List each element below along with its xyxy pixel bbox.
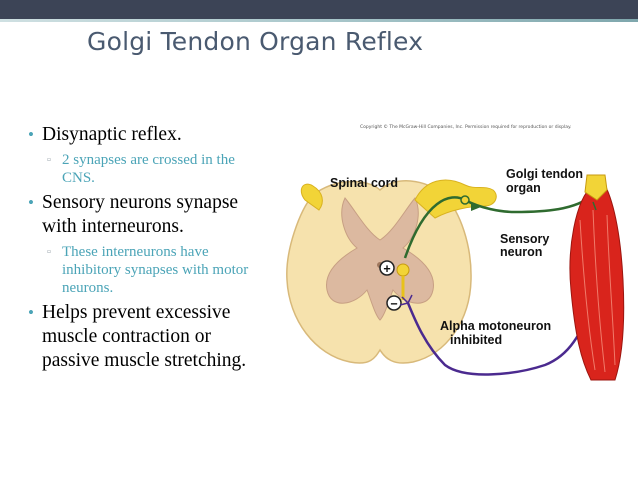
sub-bullet-item: ▫ These interneurons have inhibitory syn… [28, 243, 268, 297]
label-golgi-tendon: Golgi tendon [506, 167, 583, 181]
plus-sign: + [383, 262, 390, 276]
bullet-marker: • [28, 125, 34, 144]
motoneuron-dendrites [399, 294, 413, 306]
label-inhibited: inhibited [450, 333, 502, 347]
top-bar [0, 0, 638, 19]
slide-title: Golgi Tendon Organ Reflex [87, 27, 424, 56]
bullet-marker: • [28, 303, 34, 322]
figure-copyright: Copyright © The McGraw-Hill Companies, I… [360, 125, 572, 130]
label-organ: organ [506, 181, 541, 195]
bullet-text: Helps prevent excessive muscle contracti… [42, 302, 247, 371]
inhibitory-synapse-icon [386, 295, 402, 311]
top-bar-accent [0, 19, 638, 22]
bullet-text: Disynaptic reflex. [42, 124, 182, 145]
bullet-text: Sensory neurons synapse with interneuron… [42, 192, 239, 237]
bullet-item: • Sensory neurons synapse with interneur… [28, 191, 268, 239]
interneuron-cell-body [396, 263, 410, 277]
bullet-item: • Disynaptic reflex. [28, 123, 268, 147]
reflex-diagram: + − Spinal cord Golgi tendon organ Senso… [286, 167, 625, 381]
motoneuron-path [406, 299, 597, 376]
excitatory-synapse-icon [379, 260, 395, 276]
bullet-marker: • [28, 193, 34, 212]
muscle-fibers [579, 209, 616, 373]
dorsal-root [414, 179, 497, 219]
golgi-tendon-organ [584, 174, 608, 201]
gray-matter [326, 197, 434, 321]
sensory-ganglion-cell [460, 195, 470, 205]
sub-bullet-marker: ▫ [47, 246, 51, 258]
label-alpha-motoneuron: Alpha motoneuron [440, 319, 551, 333]
label-spinal-cord: Spinal cord [330, 176, 398, 190]
sub-bullet-marker: ▫ [47, 154, 51, 166]
minus-sign: − [390, 297, 397, 311]
label-sensory: Sensory [500, 232, 549, 246]
sensory-neuron-path [403, 194, 594, 259]
sub-bullet-text: 2 synapses are crossed in the CNS. [62, 152, 235, 186]
bullet-list: • Disynaptic reflex. ▫ 2 synapses are cr… [28, 123, 268, 373]
golgi-pointer [592, 201, 597, 211]
label-neuron: neuron [500, 245, 542, 259]
sensory-arrow-icon [471, 202, 481, 211]
bullet-item: • Helps prevent excessive muscle contrac… [28, 301, 268, 373]
sub-bullet-text: These interneurons have inhibitory synap… [62, 244, 249, 296]
left-root [300, 183, 323, 211]
sub-bullet-item: ▫ 2 synapses are crossed in the CNS. [28, 151, 268, 187]
